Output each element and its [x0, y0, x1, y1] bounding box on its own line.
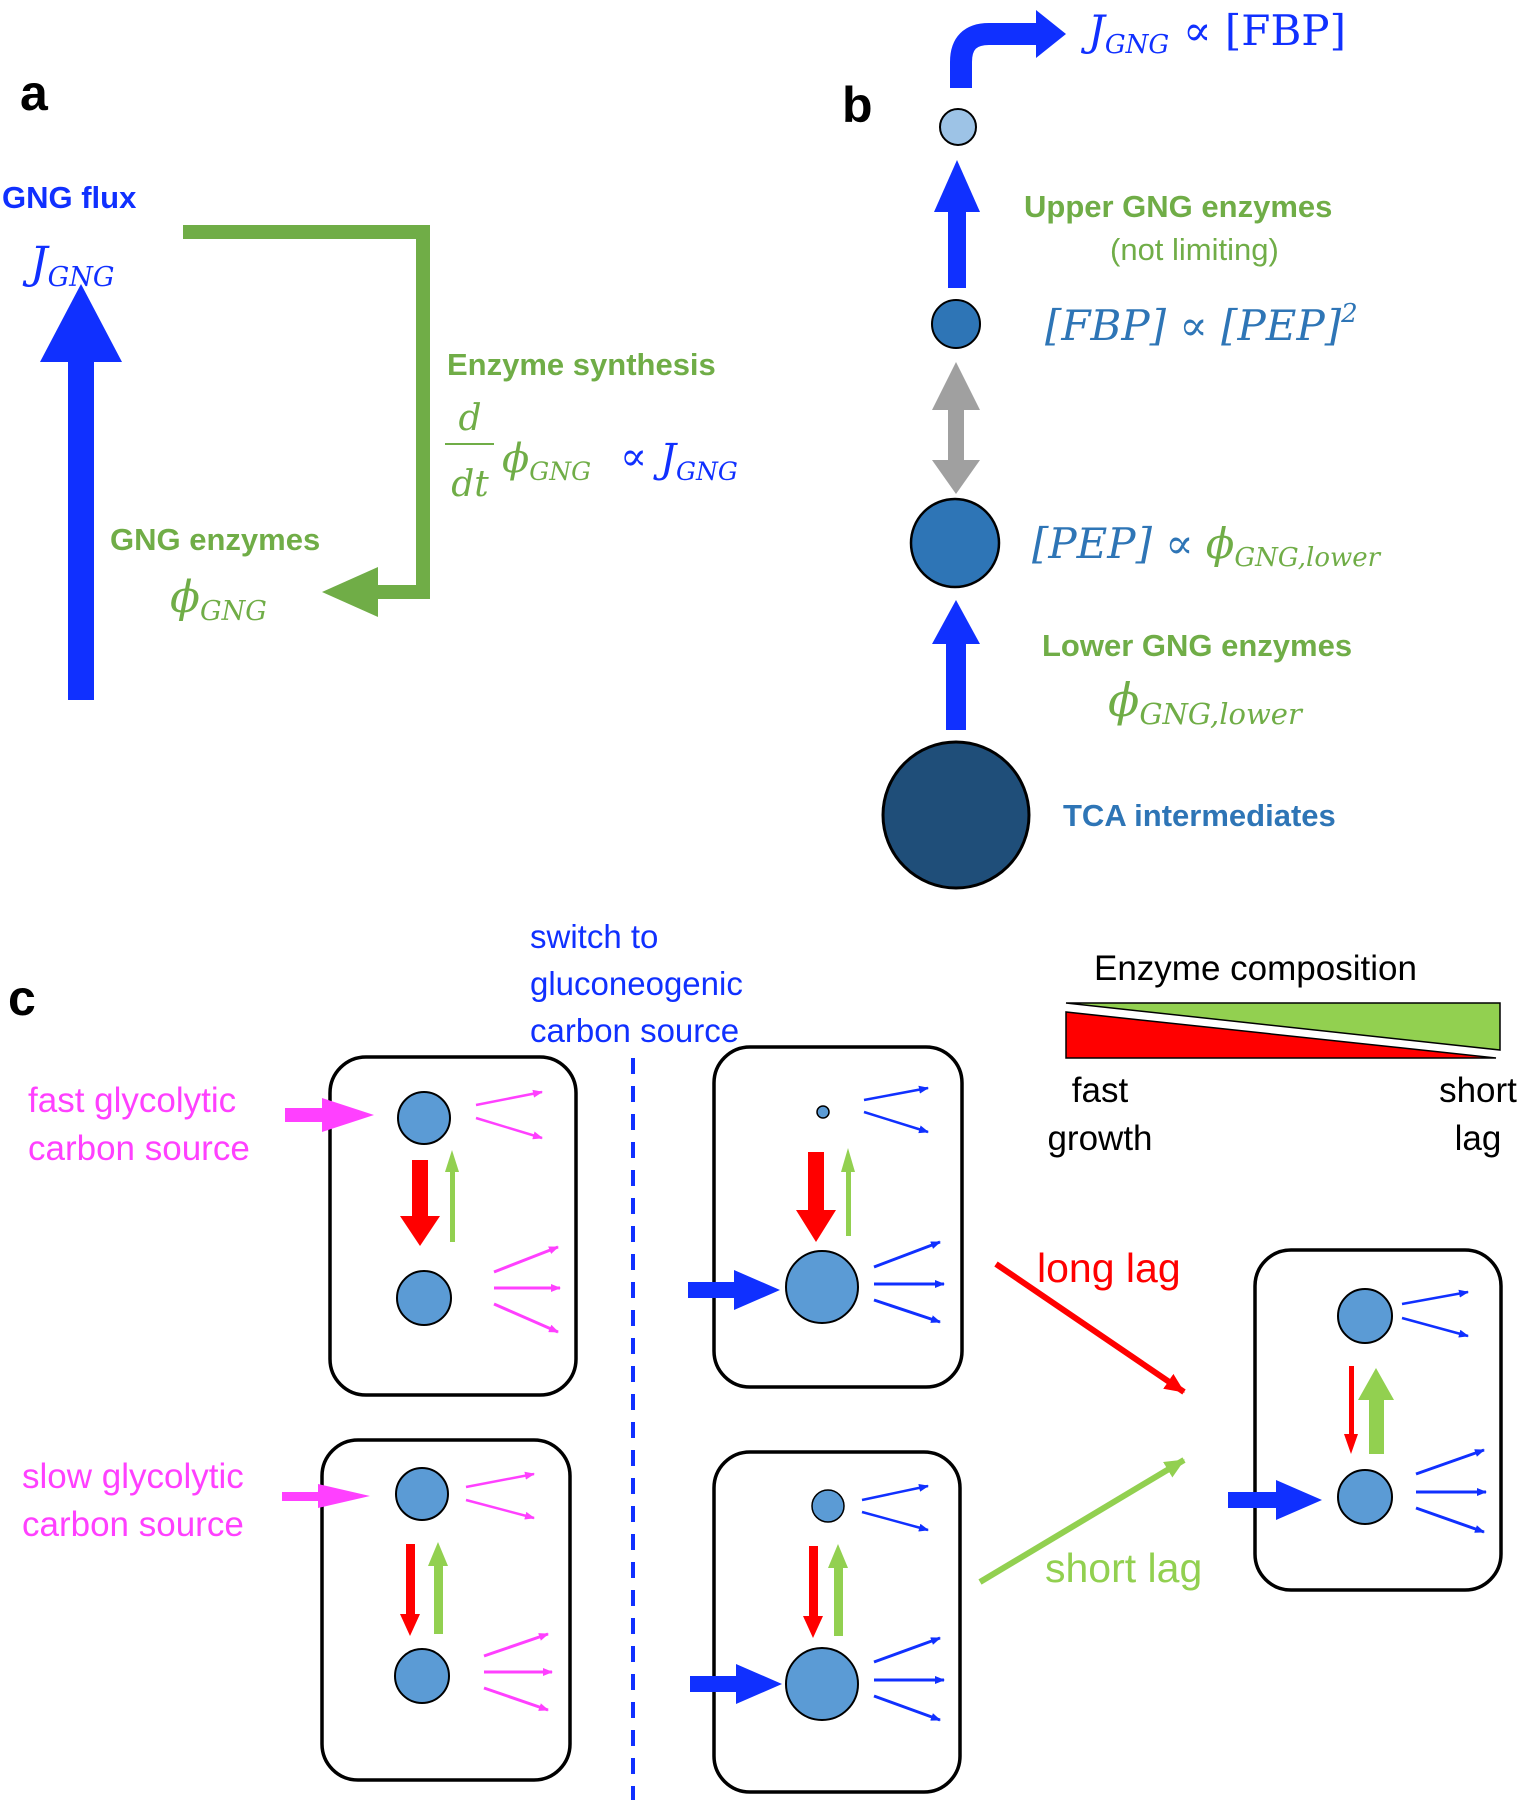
tca-intermediates-label: TCA intermediates — [1063, 798, 1336, 833]
lower-metabolite-circle — [396, 1270, 452, 1326]
upper-gng-enzymes-title: Upper GNG enzymes — [1024, 189, 1332, 224]
gng-arrow — [828, 1544, 848, 1636]
upper-gng-note: (not limiting) — [1110, 232, 1279, 267]
panel-c: c switch to gluconeogenic carbon source … — [8, 918, 1517, 1800]
panel-a: a GNG flux JGNG Enzyme synthesis d dt ϕG… — [2, 65, 738, 700]
gng-input-arrow — [690, 1664, 782, 1704]
gng-input-arrow — [1228, 1480, 1322, 1520]
panel-b: b JGNG∝ [FBP] Upper GNG enzymes (not lim… — [842, 6, 1382, 890]
fbp-circle — [931, 299, 981, 349]
gng-arrow — [841, 1148, 855, 1236]
slow-input-arrow — [282, 1484, 370, 1508]
long-lag-label: long lag — [1037, 1245, 1181, 1291]
enzyme-synthesis-arrow — [183, 225, 430, 617]
reduced-upper-circle — [811, 1489, 845, 1523]
accumulated-lower-circle — [785, 1647, 859, 1721]
short-lag-corner-line-2: lag — [1455, 1119, 1502, 1158]
glycolysis-arrow — [1344, 1366, 1358, 1454]
glycolysis-arrow — [803, 1546, 823, 1638]
lower-metabolite-circle — [394, 1648, 450, 1704]
svg-text:d: d — [458, 398, 481, 439]
svg-text:dt: dt — [451, 464, 489, 505]
svg-text:∝: ∝ — [620, 434, 647, 480]
cell-slow-glycolytic: slow glycolytic carbon source — [22, 1438, 572, 1782]
enzyme-composition-legend: Enzyme composition fast growth short lag — [1047, 949, 1517, 1158]
fbp-pep-equilibrium-arrow — [932, 362, 980, 494]
depleted-upper-circle — [816, 1105, 830, 1119]
upper-metabolite-circle — [395, 1467, 449, 1521]
gng-enzymes-title: GNG enzymes — [110, 522, 320, 557]
slow-source-line-2: carbon source — [22, 1505, 244, 1544]
cell-fast-glycolytic: fast glycolytic carbon source — [28, 1055, 578, 1397]
gng-arrow — [445, 1150, 459, 1242]
panel-c-label: c — [8, 970, 36, 1026]
lower-metabolite-circle — [1337, 1469, 1393, 1525]
slow-source-line-1: slow glycolytic — [22, 1457, 244, 1496]
fast-growth-wedge — [1065, 1011, 1497, 1059]
cell-slow-after-switch — [690, 1450, 962, 1794]
gng-flux-title: GNG flux — [2, 180, 137, 215]
pep-circle — [909, 497, 1001, 589]
gng-input-arrow — [688, 1270, 780, 1310]
upper-gng-arrow — [934, 160, 980, 288]
upper-metabolite-circle — [1337, 1288, 1393, 1344]
accumulated-lower-circle — [785, 1250, 859, 1324]
gng-enzymes-symbol: ϕGNG — [170, 572, 267, 627]
flux-fbp-equation: JGNG∝ [FBP] — [1080, 6, 1346, 60]
enzyme-synthesis-equation: d dt ϕGNG ∝ JGNG — [445, 398, 738, 505]
short-lag-label: short lag — [1045, 1545, 1202, 1591]
gng-arrow — [428, 1542, 448, 1634]
composition-title: Enzyme composition — [1094, 949, 1417, 988]
fast-input-arrow — [285, 1098, 374, 1132]
switch-label-line-2: gluconeogenic — [530, 965, 743, 1002]
glycolysis-arrow — [400, 1160, 440, 1246]
fast-growth-line-2: growth — [1047, 1119, 1152, 1158]
cell-final-gluconeogenic — [1228, 1248, 1503, 1592]
cell-fast-after-switch — [688, 1045, 964, 1389]
gng-arrow — [1358, 1368, 1394, 1454]
short-lag-arrow — [978, 1457, 1186, 1585]
gng-flux-symbol: JGNG — [22, 238, 114, 293]
short-lag-corner-line-1: short — [1439, 1071, 1517, 1110]
lower-gng-enzymes-symbol: ϕGNG,lower — [1108, 673, 1304, 731]
long-lag-arrow — [994, 1261, 1186, 1395]
fast-growth-line-1: fast — [1072, 1071, 1129, 1110]
glycolysis-arrow — [400, 1544, 420, 1636]
fbp-pep-equation: [FBP] ∝ [PEP]2 — [1045, 299, 1358, 350]
switch-label-line-3: carbon source — [530, 1012, 739, 1049]
lower-gng-enzymes-title: Lower GNG enzymes — [1042, 628, 1352, 663]
panel-b-label: b — [842, 77, 873, 133]
switch-label-line-1: switch to — [530, 918, 658, 955]
gng-flux-arrow — [40, 284, 122, 700]
panel-a-label: a — [20, 65, 49, 121]
svg-text:JGNG: JGNG — [653, 436, 738, 486]
fast-source-line-1: fast glycolytic — [28, 1081, 236, 1120]
glycolysis-arrow — [796, 1152, 836, 1242]
short-lag-wedge — [1065, 1002, 1501, 1051]
fbp-pool-small-circle — [939, 108, 977, 146]
tca-intermediates-circle — [881, 740, 1031, 890]
upper-metabolite-circle — [397, 1091, 451, 1145]
lower-gng-arrow — [932, 600, 980, 730]
fast-source-line-2: carbon source — [28, 1129, 250, 1168]
pep-phi-equation: [PEP] ∝ϕGNG,lower — [1032, 519, 1382, 573]
svg-text:ϕGNG: ϕGNG — [502, 436, 591, 486]
fbp-output-arrow — [950, 10, 1066, 88]
enzyme-synthesis-title: Enzyme synthesis — [447, 347, 716, 382]
